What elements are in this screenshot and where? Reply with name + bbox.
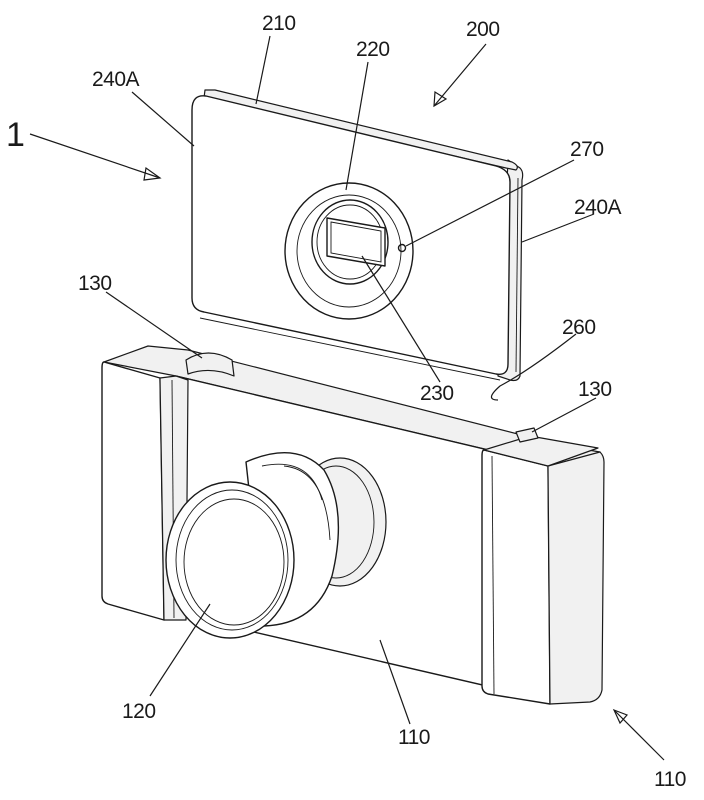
indicator-dot bbox=[397, 243, 407, 253]
label-body: 110 bbox=[398, 726, 430, 749]
label-module: 200 bbox=[466, 18, 500, 41]
label-clip-left: 130 bbox=[78, 272, 112, 295]
label-connector: 260 bbox=[562, 316, 596, 339]
label-plate: 210 bbox=[262, 12, 296, 35]
clip-left bbox=[185, 352, 235, 377]
lens-assembly bbox=[165, 452, 387, 639]
label-side-a-left: 240A bbox=[92, 68, 140, 91]
label-body-ref: 110 bbox=[654, 768, 686, 791]
label-side-a-right: 240A bbox=[574, 196, 622, 219]
leader-lines bbox=[29, 35, 665, 761]
label-clip-right: 130 bbox=[578, 378, 612, 401]
aperture-assembly bbox=[284, 182, 414, 320]
label-assembly: 1 bbox=[6, 116, 24, 154]
label-indicator: 270 bbox=[570, 138, 604, 161]
label-aperture: 220 bbox=[356, 38, 390, 61]
label-sensor: 230 bbox=[420, 382, 454, 405]
label-lens: 120 bbox=[122, 700, 156, 723]
